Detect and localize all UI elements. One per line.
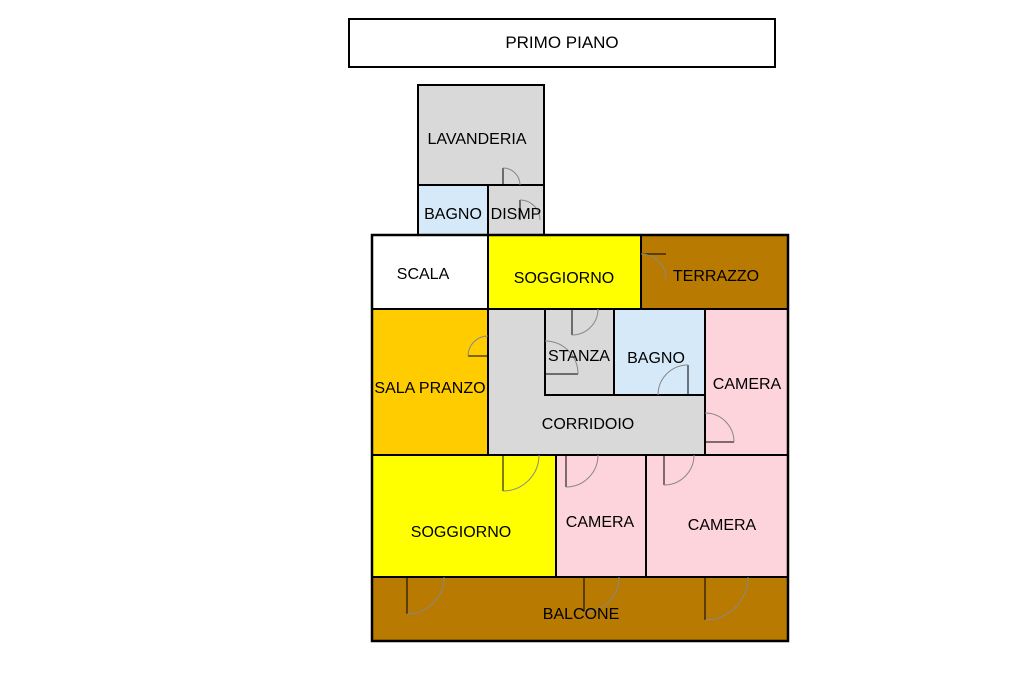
label-bagno-mid: BAGNO	[627, 350, 685, 367]
label-disimpegno: DISMP	[491, 206, 542, 223]
room-stanza	[544, 308, 615, 396]
room-soggiorno-top	[487, 234, 642, 310]
floor-title: PRIMO PIANO	[348, 18, 776, 68]
label-camera-right: CAMERA	[713, 376, 782, 393]
label-camera-bottom-right: CAMERA	[688, 517, 757, 534]
room-soggiorno-bottom	[371, 454, 557, 578]
label-soggiorno-bottom: SOGGIORNO	[411, 524, 511, 541]
room-camera-mid	[555, 454, 647, 578]
label-stanza: STANZA	[548, 348, 610, 365]
label-sala-pranzo: SALA PRANZO	[374, 380, 485, 397]
room-balcone	[371, 576, 789, 642]
label-camera-mid: CAMERA	[566, 514, 635, 531]
label-corridoio: CORRIDOIO	[542, 416, 634, 433]
room-sala-pranzo	[371, 308, 489, 456]
room-camera-bottom-right	[645, 454, 789, 578]
room-bagno-mid	[613, 308, 706, 396]
outer-wall	[370, 233, 790, 643]
label-lavanderia: LAVANDERIA	[428, 131, 527, 148]
label-scala: SCALA	[397, 266, 450, 283]
room-camera-right	[704, 308, 789, 456]
label-terrazzo: TERRAZZO	[673, 268, 759, 285]
label-balcone: BALCONE	[543, 606, 619, 623]
label-bagno-top: BAGNO	[424, 206, 482, 223]
door-swings	[406, 167, 749, 621]
label-soggiorno-top: SOGGIORNO	[514, 270, 614, 287]
room-disimpegno	[487, 184, 545, 236]
